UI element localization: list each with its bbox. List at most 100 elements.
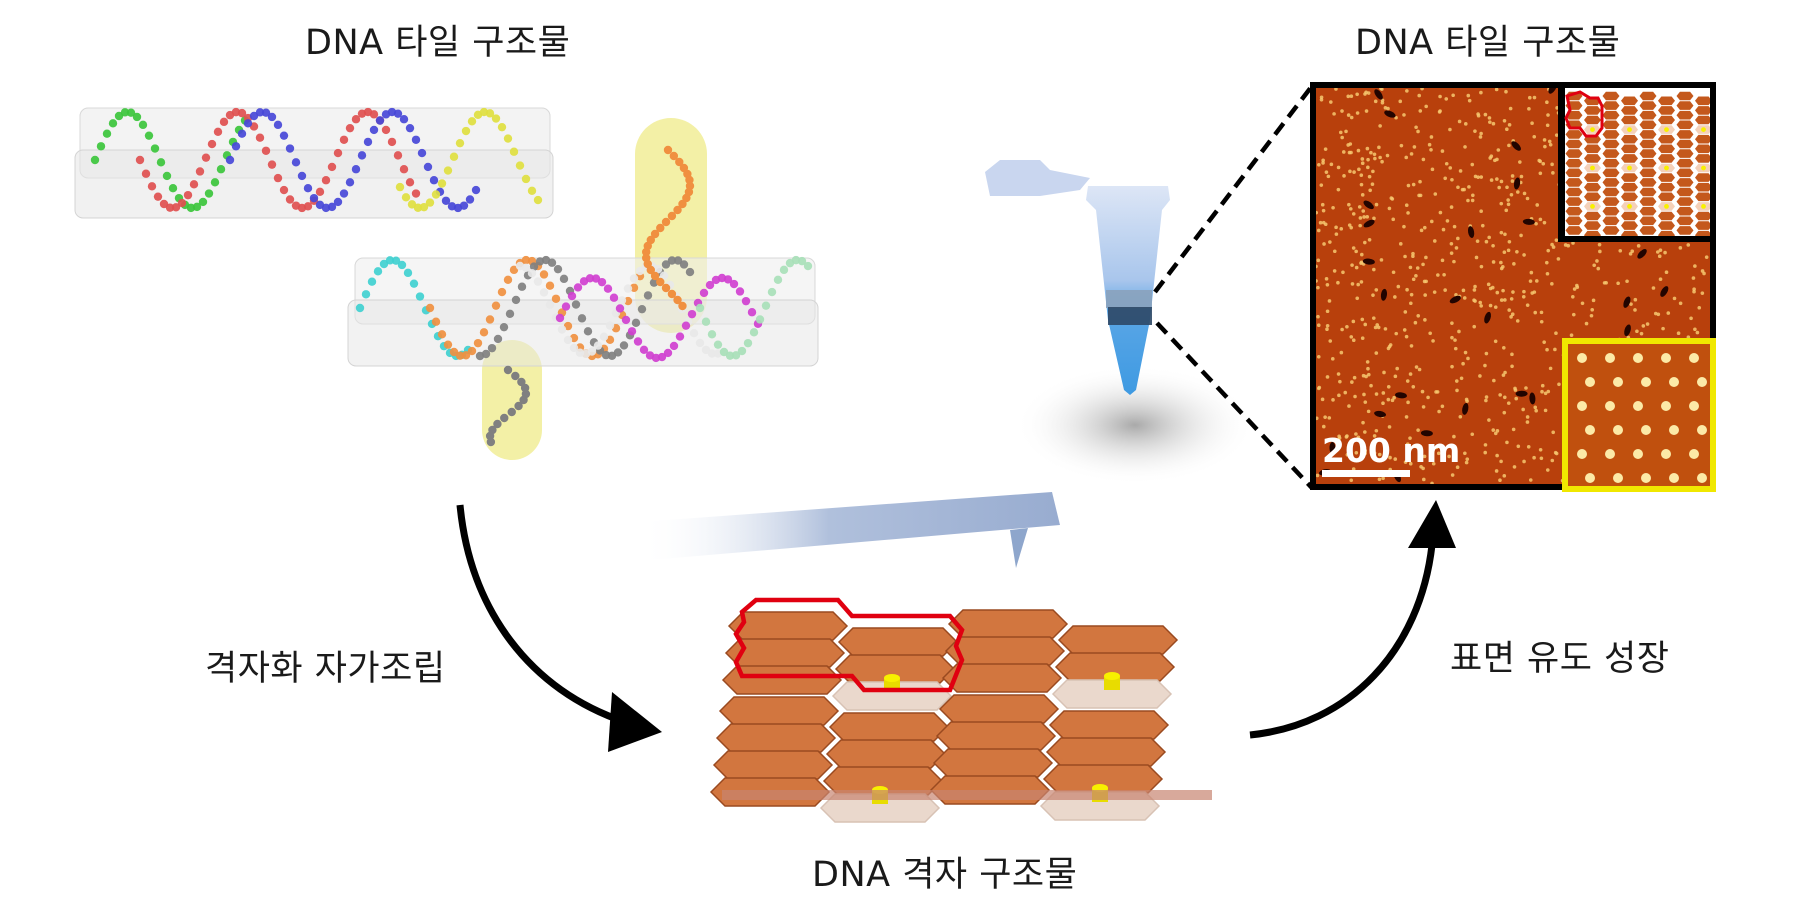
dna-tile-helix-model [74, 107, 819, 460]
afm-bright-spot [1704, 255, 1709, 259]
schematic-tile [1565, 216, 1583, 226]
afm-bright-spot [1496, 148, 1501, 152]
afm-bright-spot [1487, 418, 1491, 422]
afm-bright-spot [1511, 427, 1516, 432]
schematic-tile [1639, 149, 1657, 158]
dna-strand-blue [375, 116, 385, 125]
afm-bright-spot [1493, 339, 1498, 344]
afm-bright-spot [1376, 325, 1381, 330]
dna-strand-orange-vertical [678, 199, 687, 209]
schematic-tile [1639, 226, 1657, 235]
afm-bright-spot [1424, 255, 1428, 260]
dna-strand-yellow [521, 174, 531, 184]
afm-bright-spot [1657, 254, 1662, 259]
afm-bright-spot [1502, 410, 1507, 415]
afm-bright-spot [1373, 99, 1378, 104]
afm-bright-spot [1571, 312, 1576, 317]
afm-bright-spot [1494, 88, 1499, 92]
afm-bright-spot [1436, 273, 1440, 277]
afm-bright-spot [1532, 135, 1537, 139]
afm-zoom-spot [1697, 377, 1707, 387]
afm-bright-spot [1419, 228, 1424, 233]
dna-strand-blue [429, 176, 439, 185]
afm-bright-spot [1432, 239, 1437, 243]
dna-strand-white [545, 300, 555, 309]
afm-bright-spot [1630, 249, 1635, 253]
afm-bright-spot [1514, 396, 1519, 401]
afm-bright-spot [1547, 139, 1552, 144]
afm-bright-spot [1483, 363, 1487, 368]
afm-bright-spot [1380, 159, 1384, 164]
afm-bright-spot [1351, 212, 1356, 216]
afm-bright-spot [1394, 331, 1399, 336]
schematic-tile [1621, 115, 1638, 125]
dna-strand-red [261, 146, 271, 155]
afm-bright-spot [1427, 142, 1432, 147]
afm-bright-spot [1429, 135, 1434, 139]
afm-bright-spot [1343, 390, 1348, 395]
afm-bright-spot [1473, 284, 1477, 289]
afm-bright-spot [1366, 165, 1370, 170]
afm-bright-spot [1598, 249, 1602, 254]
afm-bright-spot [1540, 383, 1545, 388]
afm-bright-spot [1374, 428, 1379, 433]
schematic-tile [1695, 106, 1710, 115]
afm-bright-spot [1337, 434, 1341, 439]
afm-bright-spot [1416, 445, 1420, 450]
afm-bright-spot [1521, 407, 1525, 412]
afm-bright-spot [1527, 95, 1532, 100]
afm-bright-spot [1542, 340, 1546, 344]
afm-bright-spot [1509, 192, 1514, 197]
afm-bright-spot [1336, 187, 1341, 192]
lattice-tile [1057, 625, 1179, 655]
afm-bright-spot [1457, 119, 1462, 124]
afm-bright-spot [1629, 302, 1633, 306]
afm-bright-spot [1484, 239, 1489, 244]
afm-bright-spot [1522, 289, 1526, 294]
afm-bright-spot [1356, 282, 1361, 287]
afm-bright-spot [1373, 325, 1378, 330]
dna-strand-red [213, 127, 223, 136]
marker-cylinder-top [1104, 672, 1120, 680]
afm-bright-spot [1387, 206, 1392, 211]
afm-bright-spot [1450, 335, 1454, 340]
dna-strand-orange-vertical [685, 175, 694, 185]
afm-bright-spot [1325, 327, 1329, 331]
afm-bright-spot [1525, 415, 1530, 419]
afm-bright-spot [1645, 322, 1650, 326]
afm-bright-spot [1361, 373, 1366, 378]
afm-bright-spot [1349, 94, 1354, 99]
afm-bright-spot [1371, 293, 1375, 297]
afm-bright-spot [1478, 135, 1483, 139]
afm-bright-spot [1529, 270, 1534, 275]
afm-bright-spot [1633, 308, 1637, 312]
afm-bright-spot [1530, 291, 1535, 295]
afm-bright-spot [1416, 428, 1420, 432]
dna-strand-red [279, 185, 289, 195]
tube-band-grey [1106, 290, 1152, 308]
schematic-tile [1676, 206, 1694, 216]
dna-strand-orange [485, 315, 495, 324]
afm-bright-spot [1362, 392, 1366, 397]
schematic-tile [1621, 96, 1638, 106]
dna-strand-white [521, 263, 531, 273]
schematic-tile [1621, 173, 1638, 182]
afm-zoom-spot [1577, 449, 1587, 459]
dna-strand-red [153, 192, 163, 201]
afm-bright-spot [1402, 113, 1406, 117]
schematic-tile [1676, 226, 1694, 235]
dna-strand-yellow [449, 152, 459, 161]
schematic-tile [1695, 154, 1710, 163]
afm-bright-spot [1463, 350, 1468, 355]
afm-bright-spot [1334, 232, 1339, 236]
dna-strand-grey [547, 258, 557, 267]
afm-bright-spot [1470, 162, 1475, 167]
lattice-tile-marked [1051, 679, 1173, 709]
afm-bright-spot [1341, 270, 1345, 275]
afm-bright-spot [1347, 404, 1351, 408]
afm-bright-spot [1317, 162, 1321, 167]
dna-strand-orange [467, 346, 477, 356]
afm-bright-spot [1693, 264, 1697, 268]
afm-bright-spot [1344, 435, 1349, 439]
dna-strand-blue [441, 196, 451, 205]
